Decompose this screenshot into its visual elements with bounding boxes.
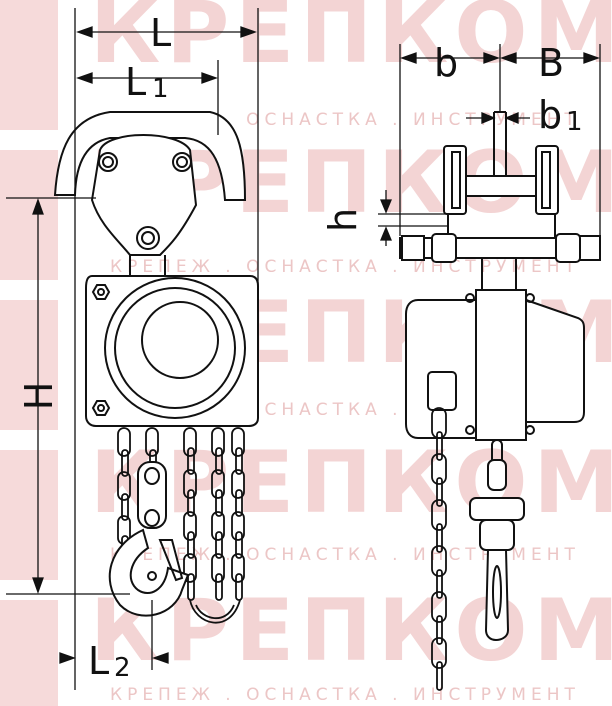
dim-label-h: h — [321, 208, 365, 232]
beam — [465, 175, 537, 197]
dim-label-b1-sub: 1 — [566, 107, 583, 137]
hand-chain — [183, 427, 245, 624]
dim-label-b1: b — [538, 93, 562, 137]
top-bolt — [102, 156, 114, 168]
top-bolt — [172, 152, 192, 172]
hex-nut-icon — [577, 235, 601, 261]
dim-label-H: H — [17, 382, 61, 411]
front-dimension-labels: L L 1 H L 2 — [17, 11, 171, 683]
gear-cover — [104, 277, 246, 419]
side-dimension-labels: b B b 1 h — [321, 41, 583, 232]
dim-label-L1-sub: 1 — [152, 74, 169, 104]
side-view — [399, 111, 601, 441]
side-load-hook-icon — [469, 439, 525, 642]
trolley-frame — [53, 111, 247, 201]
trolley-wheel — [443, 145, 467, 215]
dim-label-b: b — [434, 41, 458, 85]
watermark-brand: КРЕПКОМ — [90, 433, 612, 533]
hoist-body-side — [405, 299, 477, 439]
dim-label-L: L — [150, 11, 171, 55]
side-dimensions — [378, 44, 601, 246]
dim-label-L1: L — [125, 60, 146, 104]
watermark-logo-icon — [0, 0, 58, 706]
suspension-eye — [141, 231, 155, 245]
top-bolt — [98, 152, 118, 172]
top-bolt — [176, 156, 188, 168]
watermark-tagline: КРЕПЕЖ . ОСНАСТКА . ИНСТРУМЕНТ — [110, 545, 580, 565]
load-chain — [117, 427, 159, 563]
hoist-core — [475, 289, 527, 441]
dim-label-L2: L — [88, 639, 109, 683]
watermark-tagline: КРЕПЕЖ . ОСНАСТКА . ИНСТРУМЕНТ — [110, 257, 580, 277]
gear-case — [525, 298, 585, 423]
front-view — [53, 111, 259, 624]
dim-label-B: B — [538, 41, 564, 85]
dim-label-L2-sub: 2 — [114, 653, 131, 683]
gear-hub — [141, 301, 219, 379]
top-hook-plate — [90, 134, 198, 256]
suspension-eye — [136, 226, 160, 250]
side-hand-chain — [431, 407, 447, 691]
trolley-wheel — [535, 145, 559, 215]
hex-nut-icon — [91, 284, 111, 300]
front-dimensions — [6, 8, 259, 690]
hex-nut-icon — [91, 400, 111, 416]
watermark-brand: КРЕПКОМ — [90, 0, 612, 83]
watermark-tagline: КРЕПЕЖ . ОСНАСТКА . ИНСТРУМЕНТ — [110, 685, 580, 705]
hex-nut-icon — [401, 235, 425, 261]
gear-cover — [114, 287, 236, 409]
